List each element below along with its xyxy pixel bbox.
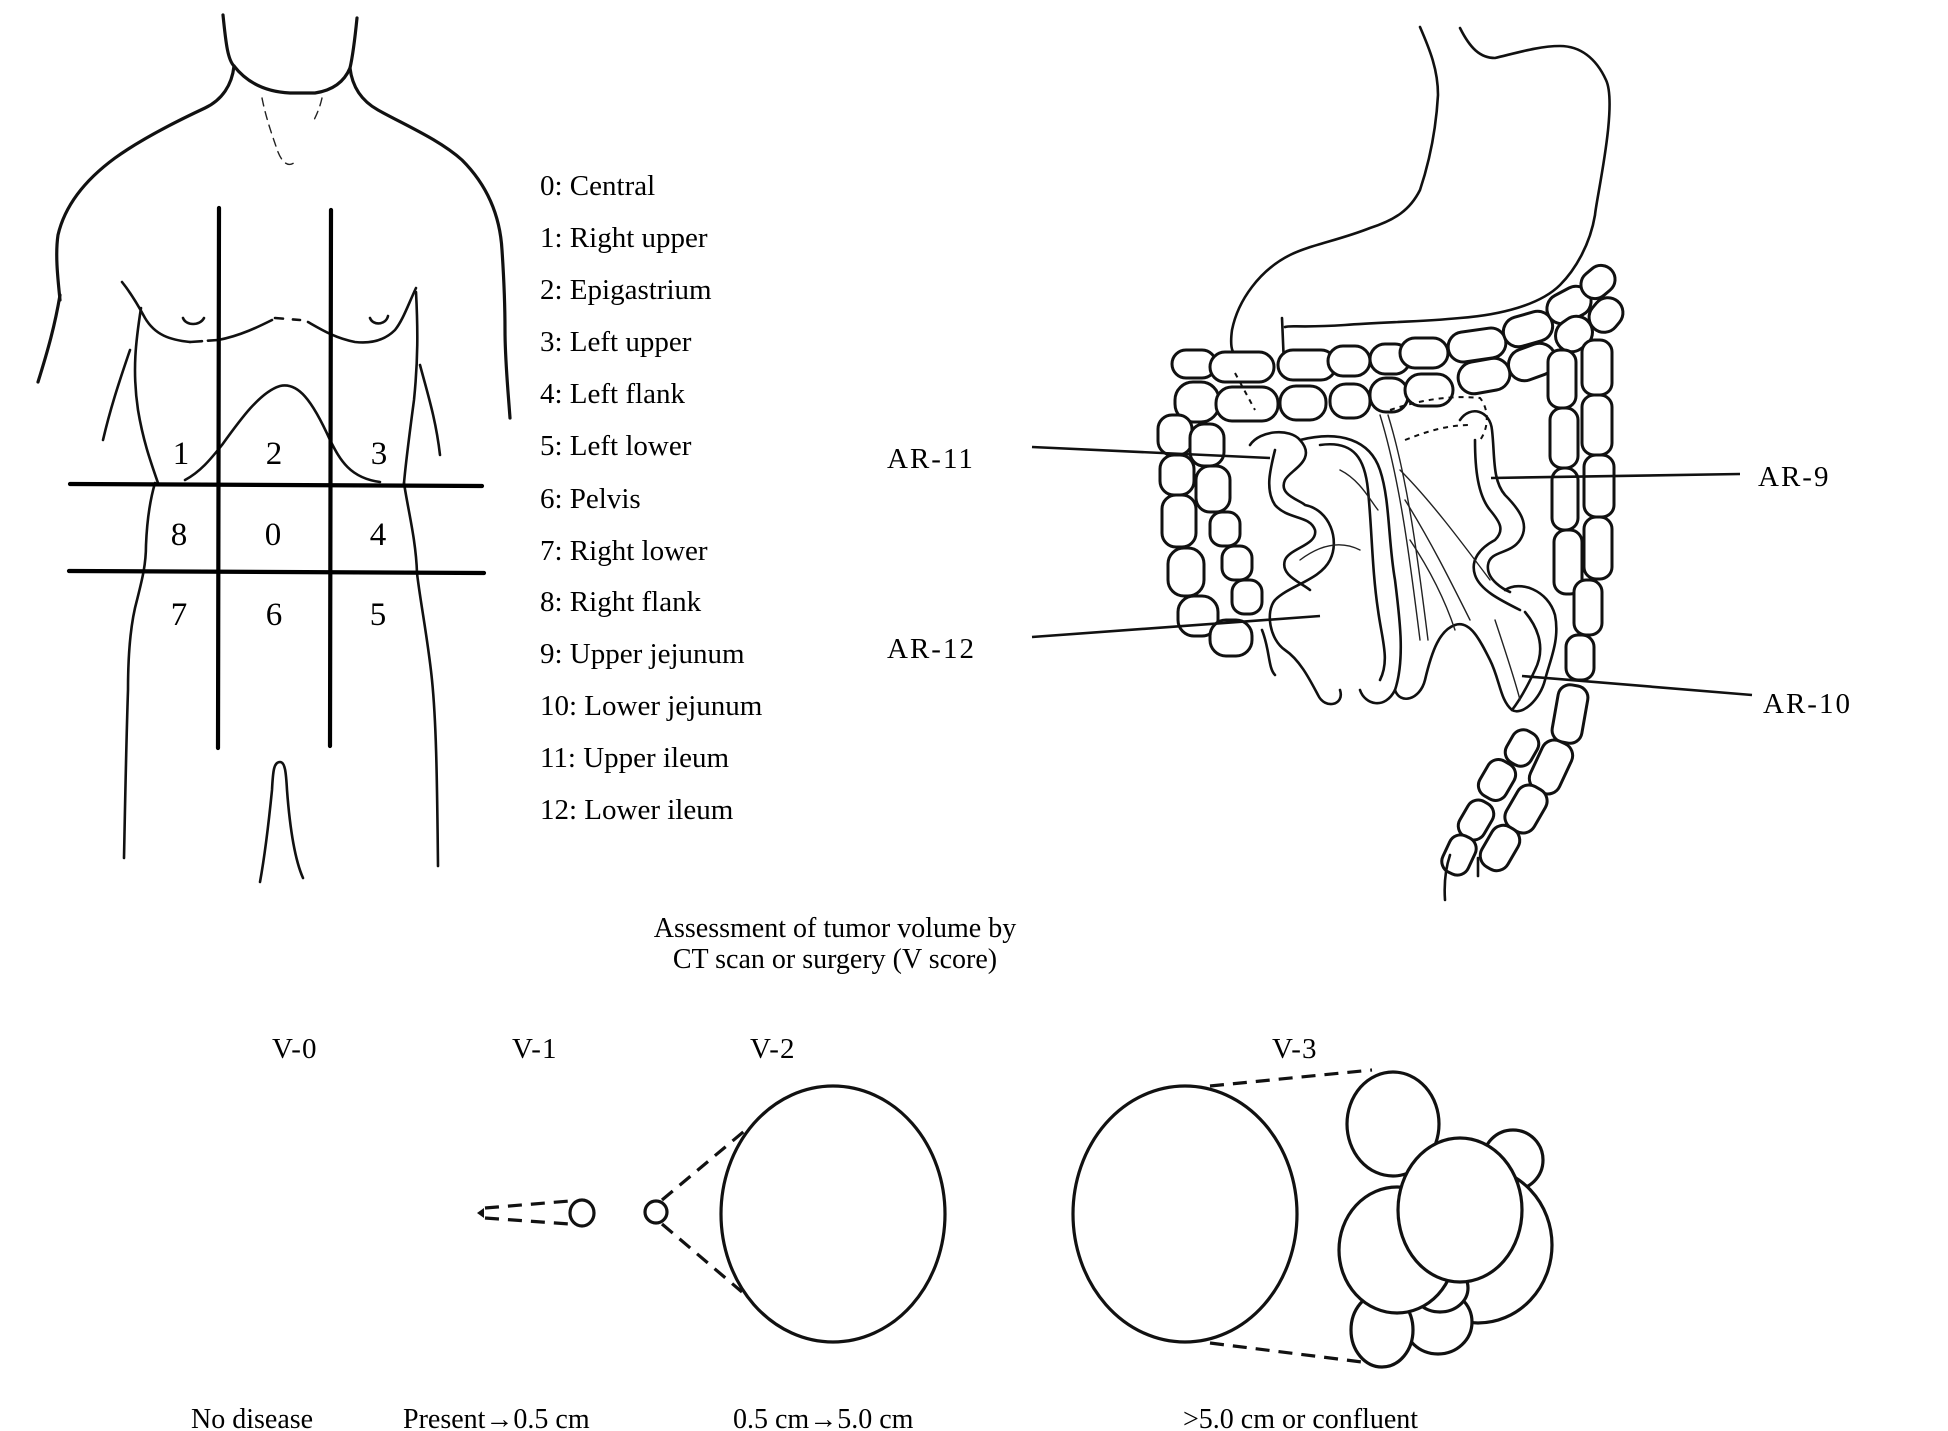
grid-line-vertical-left [327,207,334,749]
leader-line-ar10 [1521,674,1753,697]
region-label: 3 [371,436,388,472]
legend-item: 5: Left lower [540,430,692,462]
stomach-outline-outer [1283,26,1611,329]
legend-item: 9: Upper jejunum [540,638,745,670]
region-label: 2 [266,436,283,472]
sigmoid-colon [1440,683,1590,902]
legend-item: 3: Left upper [540,326,692,358]
vscore-v2-illustration [643,1084,947,1344]
leader-line-ar11 [1031,445,1271,460]
ascending-colon [1156,413,1277,677]
region-label: 4 [370,517,387,553]
legend-item: 2: Epigastrium [540,274,712,306]
vscore-v3-illustration [1071,1068,1554,1369]
legend-item: 6: Pelvis [540,483,641,515]
vscore-title-line1: Assessment of tumor volume by [654,913,1016,944]
grid-line-vertical-right [215,205,222,751]
vscore-label-v1: V-1 [512,1033,557,1065]
vscore-caption-v0: No disease [191,1404,313,1431]
descending-colon [1546,338,1616,682]
region-label: 8 [171,517,188,553]
abdominal-grid [66,205,487,751]
gastrointestinal-illustration [1031,25,1753,902]
region-numbers: 1 2 3 8 0 4 7 6 5 [171,436,388,633]
region-label: 6 [266,597,283,633]
vscore-caption-v1: Present→0.5 cm [403,1404,590,1431]
region-label: 7 [171,597,188,633]
leader-line-ar12 [1031,614,1321,639]
region-label: 0 [265,517,282,553]
vscore-caption-v2: 0.5 cm→5.0 cm [733,1404,914,1431]
label-ar-11: AR-11 [887,443,975,475]
grid-line-horizontal-lower [66,568,487,576]
stomach-outline [1229,25,1440,354]
vscore-label-v2: V-2 [750,1033,795,1065]
vscore-label-v0: V-0 [272,1033,317,1065]
region-label: 1 [173,436,190,472]
transverse-colon [1170,263,1625,424]
region-legend: 0: Central 1: Right upper 2: Epigastrium… [540,170,763,826]
legend-item: 7: Right lower [540,535,708,567]
torso-outline [36,13,512,884]
legend-item: 10: Lower jejunum [540,690,763,722]
vscore-title-line2: CT scan or surgery (V score) [673,944,997,975]
legend-item: 0: Central [540,170,655,202]
label-ar-10: AR-10 [1763,688,1852,720]
legend-item: 11: Upper ileum [540,742,729,774]
grid-line-horizontal-upper [67,481,485,489]
label-ar-12: AR-12 [887,633,976,665]
legend-item: 1: Right upper [540,222,708,254]
label-ar-9: AR-9 [1758,461,1830,493]
vscore-label-v3: V-3 [1272,1033,1317,1065]
vscore-v1-illustration [477,1198,596,1228]
region-label: 5 [370,597,387,633]
legend-item: 4: Left flank [540,378,685,410]
vscore-caption-v3: >5.0 cm or confluent [1183,1404,1418,1431]
legend-item: 12: Lower ileum [540,794,734,826]
small-intestine [1248,396,1558,713]
legend-item: 8: Right flank [540,586,702,618]
leader-line-ar9 [1490,472,1741,480]
